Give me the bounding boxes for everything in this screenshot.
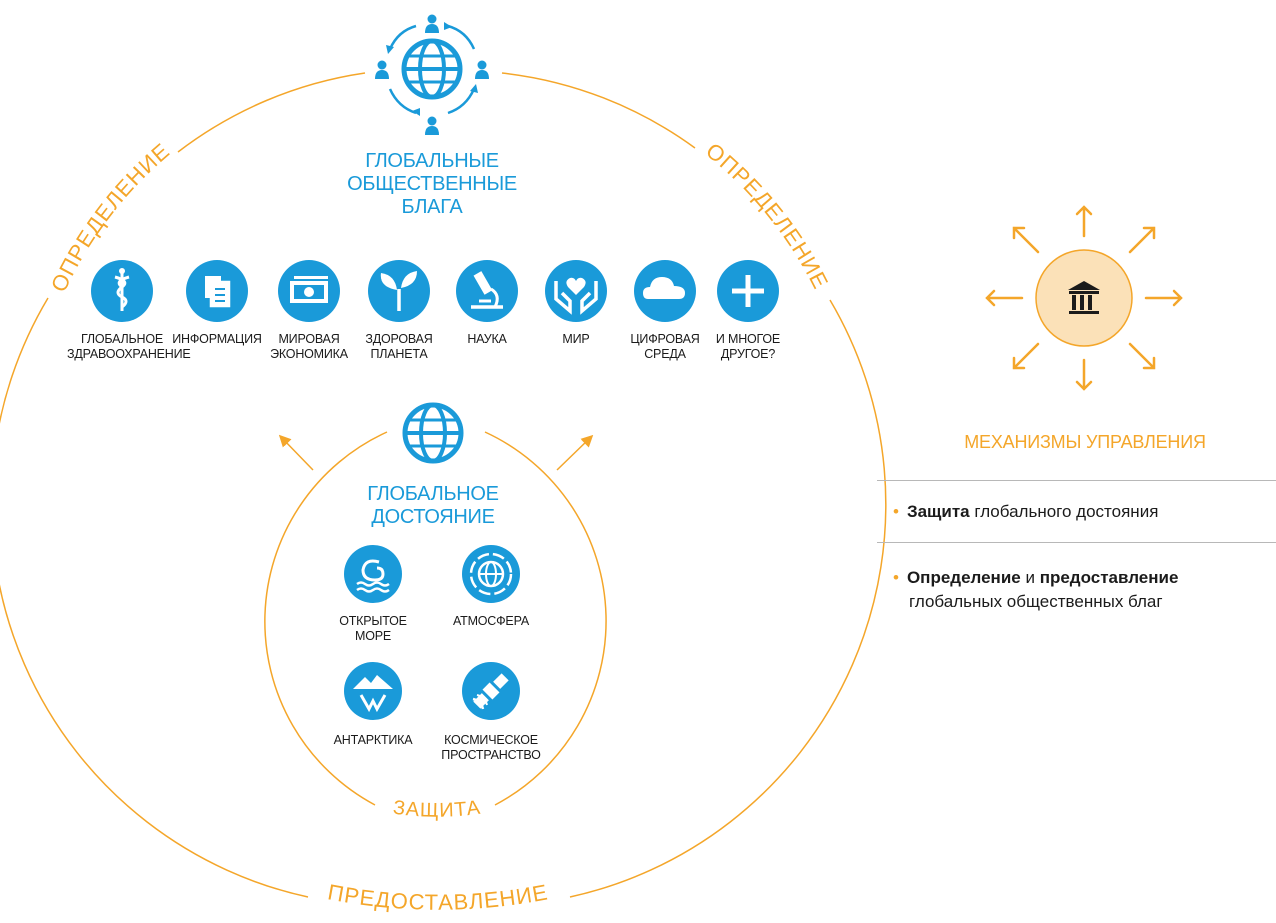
commons-label-high-seas: ОТКРЫТОЕ МОРЕ — [313, 614, 433, 644]
goods-label-line: ЗДРАВООХРАНЕНИЕ — [67, 347, 191, 361]
goods-label-line: НАУКА — [467, 332, 507, 346]
commons-label-line: ПРОСТРАНСТВО — [441, 748, 541, 762]
commons-title-line1: ГЛОБАЛЬНОЕ — [367, 483, 499, 505]
plus-icon — [717, 260, 779, 322]
divider — [877, 542, 1276, 543]
waves-icon — [344, 545, 402, 603]
commons-label-line: ОТКРЫТОЕ — [339, 614, 407, 628]
bullet-dot: • — [893, 502, 899, 521]
goods-label-line: И МНОГОЕ — [715, 332, 781, 346]
goods-label-peace: МИР — [521, 332, 631, 347]
commons-label-outer-space: КОСМИЧЕСКОЕ ПРОСТРАНСТВО — [431, 733, 551, 763]
commons-label-line: КОСМИЧЕСКОЕ — [444, 733, 538, 747]
goods-label-digital: ЦИФРОВАЯ СРЕДА — [610, 332, 720, 362]
governance-arrows — [985, 205, 1183, 391]
bullet-protection: • Защита глобального достояния — [893, 500, 1158, 524]
goods-label-line: СРЕДА — [644, 347, 686, 361]
goods-label-health: ГЛОБАЛЬНОЕ ЗДРАВООХРАНЕНИЕ — [67, 332, 191, 362]
goods-label-line: ГЛОБАЛЬНОЕ — [80, 332, 164, 346]
divider — [877, 480, 1276, 481]
cloud-icon — [634, 260, 696, 322]
goods-label-line: ЦИФРОВАЯ — [630, 332, 700, 346]
satellite-icon — [462, 662, 520, 720]
commons-title: ГЛОБАЛЬНОЕ ДОСТОЯНИЕ — [333, 483, 533, 529]
commons-label-line: АТМОСФЕРА — [452, 614, 530, 628]
goods-label-line: ЭКОНОМИКА — [270, 347, 348, 361]
goods-label-line: МИРОВАЯ — [278, 332, 340, 346]
goods-label-more: И МНОГОЕ ДРУГОЕ? — [693, 332, 803, 362]
microscope-icon — [456, 260, 518, 322]
goods-label-information: ИНФОРМАЦИЯ — [162, 332, 272, 347]
bullet-text-line2: глобальных общественных благ — [909, 592, 1163, 611]
governance-graphic — [985, 205, 1183, 391]
bullet-bold-text: предоставление — [1039, 568, 1179, 587]
goods-label-line: ПЛАНЕТА — [370, 347, 428, 361]
bullet-text: глобального достояния — [969, 502, 1159, 521]
commons-label-line: АНТАРКТИКА — [333, 733, 413, 747]
bullet-bold-text: Защита — [906, 502, 970, 521]
goods-label-line: МИР — [562, 332, 590, 346]
globe-people-icon — [375, 14, 489, 135]
goods-label-line: ЗДОРОВАЯ — [365, 332, 433, 346]
commons-icons — [344, 545, 520, 720]
bullet-text: и — [1020, 568, 1040, 587]
hands-heart-icon — [545, 260, 607, 322]
commons-label-antarctica: АНТАРКТИКА — [313, 733, 433, 748]
goods-title: ГЛОБАЛЬНЫЕ ОБЩЕСТВЕННЫЕ БЛАГА — [332, 150, 532, 219]
bullet-dot: • — [893, 568, 899, 587]
goods-title-line1: ГЛОБАЛЬНЫЕ — [365, 150, 499, 172]
goods-label-line: ИНФОРМАЦИЯ — [172, 332, 262, 346]
iceberg-icon — [344, 662, 402, 720]
goods-icon-row — [91, 260, 779, 322]
governance-title: МЕХАНИЗМЫ УПРАВЛЕНИЯ — [964, 432, 1206, 452]
atmosphere-icon — [462, 545, 520, 603]
commons-title-line2: ДОСТОЯНИЕ — [371, 506, 495, 528]
commons-label-line: МОРЕ — [354, 629, 391, 643]
arc-label-provision: ПРЕДОСТАВЛЕНИЕ — [326, 879, 550, 914]
sprout-icon — [368, 260, 430, 322]
money-icon — [278, 260, 340, 322]
documents-icon — [186, 260, 248, 322]
commons-globe-icon — [402, 402, 464, 464]
inner-arrows — [278, 434, 594, 471]
goods-title-line2: ОБЩЕСТВЕННЫЕ БЛАГА — [347, 173, 517, 218]
institution-icon — [1068, 281, 1100, 314]
goods-label-planet: ЗДОРОВАЯ ПЛАНЕТА — [344, 332, 454, 362]
goods-label-line: ДРУГОЕ? — [720, 347, 776, 361]
bullet-definition: • Определение и предоставление глобальных… — [893, 566, 1178, 614]
goods-label-science: НАУКА — [432, 332, 542, 347]
outer-circle — [0, 72, 887, 898]
arc-label-protection: ЗАЩИТА — [392, 797, 482, 822]
inner-circle — [264, 431, 607, 806]
commons-label-atmosphere: АТМОСФЕРА — [431, 614, 551, 629]
goods-label-economy: МИРОВАЯ ЭКОНОМИКА — [254, 332, 364, 362]
bullet-bold-text: Определение — [906, 568, 1021, 587]
caduceus-icon — [91, 260, 153, 322]
